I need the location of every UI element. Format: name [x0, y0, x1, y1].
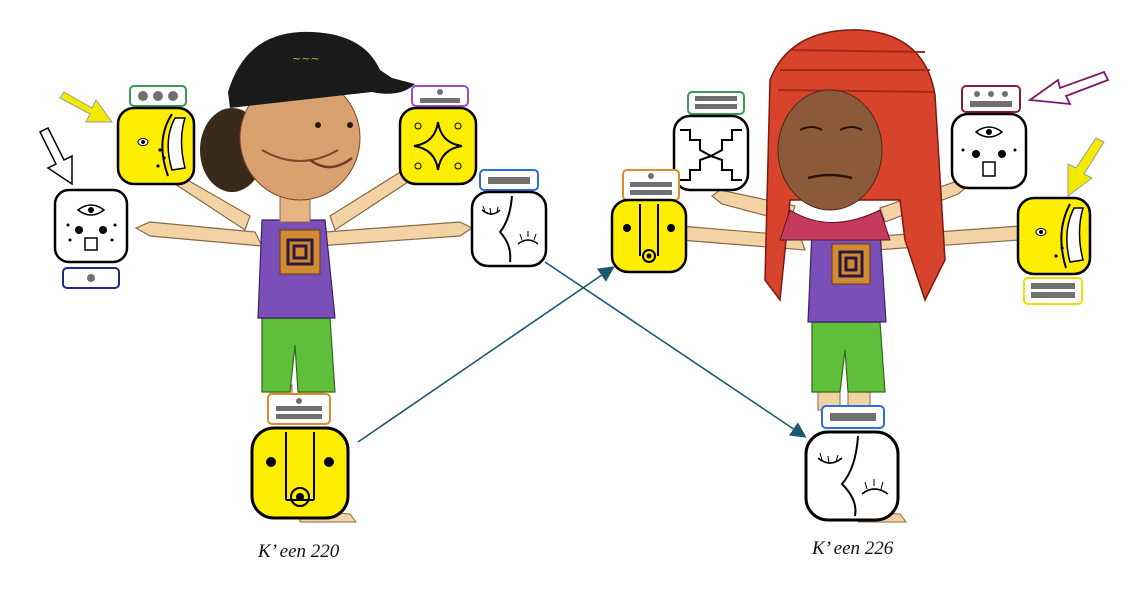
yellow-arrow-icon-right [1067, 137, 1105, 197]
purple-arrow-icon-right [1027, 70, 1110, 106]
right-figure [666, 29, 1034, 523]
glyph-star-upper-right [398, 85, 478, 186]
left-shirt-emblem [279, 229, 321, 275]
svg-text:~~~: ~~~ [292, 52, 320, 65]
glyph-step-cross [672, 91, 750, 192]
left-figure-shorts [261, 317, 336, 393]
white-arrow-icon-left [38, 126, 73, 186]
yellow-arrow-icon-left [59, 91, 113, 123]
cap-icon: ~~~ [228, 31, 415, 108]
left-figure-head [200, 75, 361, 201]
right-shirt-emblem [831, 243, 871, 285]
glyph-large-bottom-left [250, 393, 350, 520]
caption-left: K’ een 220 [258, 541, 340, 562]
glyph-large-bottom-right [804, 405, 900, 522]
right-figure-shorts [811, 321, 886, 393]
glyph-yellow-face-right-figure [610, 169, 688, 274]
caption-right: K’ een 226 [812, 538, 894, 559]
connector-arrow-down [544, 261, 807, 438]
glyph-moon-upper-left [116, 85, 196, 186]
glyph-jaguar-left [53, 188, 129, 289]
right-figure-head [764, 29, 946, 302]
glyph-moon-right [1016, 196, 1092, 305]
glyph-jaguar-right [950, 85, 1028, 190]
left-figure-arms [134, 165, 474, 247]
connector-arrow-up [357, 266, 615, 443]
glyph-face-right [470, 169, 548, 268]
connector-arrows [357, 261, 807, 443]
